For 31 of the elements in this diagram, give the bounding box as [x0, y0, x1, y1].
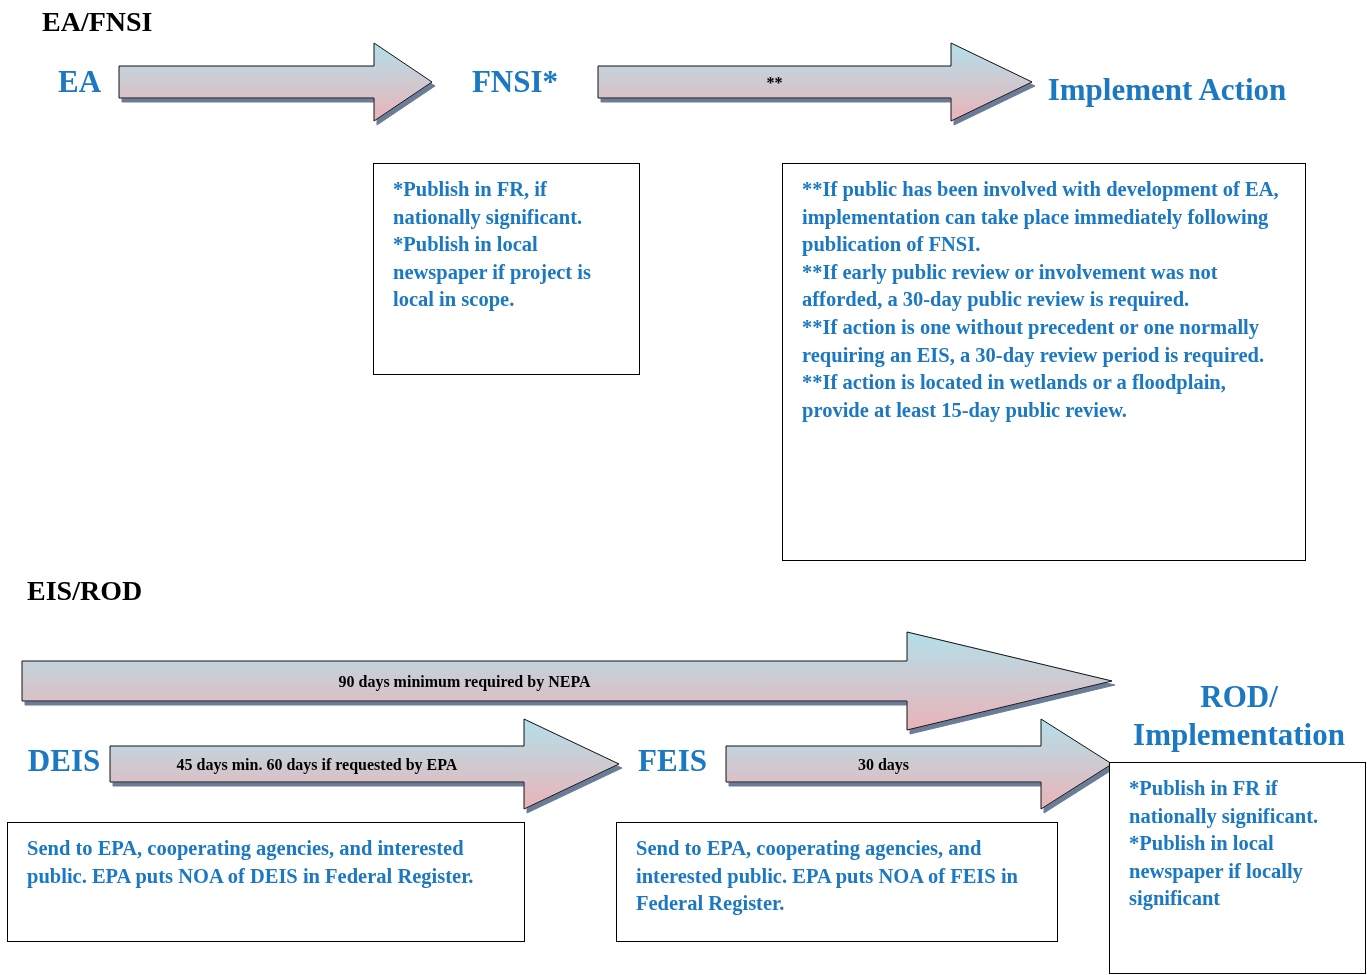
block-arrow: [21, 631, 1113, 731]
note-box: [616, 822, 1058, 942]
note-text: *Publish in FR, if nationally significant.: [393, 177, 584, 231]
edge-label: 30 days: [857, 757, 910, 773]
note-text: *Publish in local newspaper if locally significant: [1129, 831, 1304, 912]
note-text: **If public has been involved with development of EA, implementation can take place immediately following publication of FNSI.: [802, 177, 1280, 258]
stage-title: Implement Action: [1047, 71, 1287, 109]
note-text: Send to EPA, cooperating agencies, and interested public. EPA puts NOA of DEIS in Federal Register.: [27, 836, 475, 890]
block-arrow: [597, 42, 1033, 122]
note-box: [1109, 762, 1366, 974]
note-text: **If early public review or involvement was not afforded, a 30-day public review is required.: [802, 259, 1219, 313]
stage-title: DEIS: [27, 742, 101, 780]
stage-title: FEIS: [638, 742, 707, 780]
section-heading: EIS/ROD: [27, 574, 143, 608]
note-text: **If action is one without precedent or one normally requiring an EIS, a 30-day review period is required.: [802, 314, 1266, 369]
edge-label: 45 days min. 60 days if requested by EPA: [176, 757, 458, 773]
note-text: **If action is located in wetlands or a floodplain, provide at least 15-day public review.: [802, 370, 1227, 424]
note-box: [782, 163, 1306, 561]
stage-title: ROD/ Implementation: [1132, 678, 1346, 754]
block-arrow: [118, 42, 433, 122]
note-text: *Publish in local newspaper if project is local in scope.: [393, 232, 592, 313]
note-box: [373, 163, 640, 375]
block-arrow: [109, 718, 620, 810]
note-text: *Publish in FR if nationally significant.: [1129, 776, 1320, 830]
edge-label: 90 days minimum required by NEPA: [338, 674, 591, 690]
stage-title: FNSI*: [471, 63, 559, 101]
note-text: Send to EPA, cooperating agencies, and interested public. EPA puts NOA of FEIS in Federal Register.: [636, 836, 1019, 917]
section-heading: EA/FNSI: [42, 5, 153, 39]
edge-label: **: [766, 75, 783, 91]
stage-title: EA: [57, 63, 102, 101]
note-box: [7, 822, 525, 942]
